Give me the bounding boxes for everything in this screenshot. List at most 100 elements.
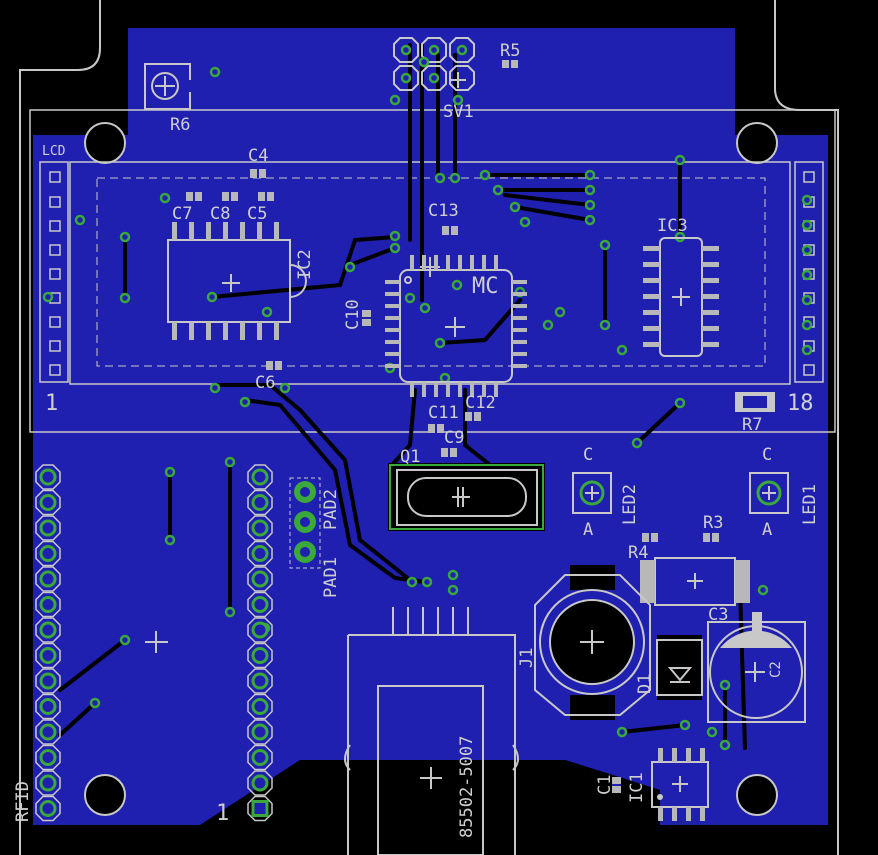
label-rfid-pin1: 1 [216,801,229,826]
header-pin [39,800,57,817]
header-pin [39,519,57,537]
header-pin-outline [247,770,273,796]
header-pin [39,723,57,741]
label-c11: C11 [428,403,459,423]
header-pin [251,545,269,562]
header-pin-outline [247,464,273,490]
sv1-pins [400,44,468,84]
label-ic3: IC3 [657,216,688,236]
ic3-pins [643,246,719,347]
header-pin-outline [35,540,61,567]
header-pin [39,749,57,766]
ic1-chip [651,748,709,821]
label-c3: C3 [708,605,728,625]
header-pin [251,596,269,613]
label-rfid: RFID [13,781,33,822]
header-pin-outline [247,693,273,720]
d1-diode [656,635,703,700]
label-ic2: IC2 [295,249,315,280]
header-pin-outline [247,642,273,669]
header-pin [39,774,57,792]
label-led2-c: C [583,445,593,465]
header-pin [251,647,269,664]
label-c6: C6 [255,373,275,393]
label-led1-c: C [762,445,772,465]
label-lcd: LCD [42,144,66,159]
ic2-pins [172,222,279,340]
label-q1: Q1 [400,447,420,467]
mounting-holes [84,122,778,816]
header-pin [39,468,57,486]
lcd-left-pins [39,161,69,383]
header-pin [39,698,57,715]
label-c4: C4 [248,146,268,166]
label-usb: 85502-5007 [457,736,477,838]
header-pin-outline [247,540,273,567]
header-pin-outline [35,617,61,643]
right-header [247,464,273,822]
header-pin [39,494,57,511]
header-pin [39,621,57,639]
label-c5: C5 [247,204,267,224]
header-pin-outline [247,617,273,643]
label-r5: R5 [500,41,520,61]
header-pin [251,723,269,741]
origin-crosshairs [145,631,168,653]
header-pin [251,468,269,486]
led2 [572,472,612,514]
header-pin-outline [35,668,61,694]
label-ic1: IC1 [627,772,647,803]
header-pin-outline [35,642,61,669]
header-pin-outline [247,591,273,618]
header-pin [39,596,57,613]
header-pin [39,647,57,664]
header-pin-outline [35,489,61,516]
header-pin [251,494,269,511]
label-c12: C12 [465,393,496,413]
label-led2-a: A [583,520,593,540]
header-pin [251,672,269,690]
header-pin-outline [35,464,61,490]
r7-resistor [735,392,775,412]
lcd-viewport [96,177,766,367]
header-pin-outline [35,719,61,745]
q1-crystal [388,463,545,531]
copper-cutout [300,760,660,825]
vias [42,66,813,751]
label-led1-a: A [762,520,772,540]
header-pin [251,519,269,537]
label-lcd-pin18: 18 [787,391,814,416]
lcd-inner-outline [69,161,791,385]
rfid-header [35,464,61,822]
label-j1: J1 [517,648,537,668]
mounting-hole-br [736,774,778,816]
header-pin [251,800,269,817]
header-pin [251,749,269,766]
j1-inductor [534,565,651,720]
header-pin-outline [247,795,273,822]
mc-pins [385,255,527,397]
label-r3: R3 [703,513,723,533]
header-pin-outline [35,566,61,592]
r6-cutout [180,80,192,92]
label-c7: C7 [172,204,192,224]
usb-connector [344,607,519,855]
header-pin-outline [247,566,273,592]
label-r6: R6 [170,115,190,135]
header-pin [251,570,269,588]
header-pin-outline [35,795,61,822]
label-c8: C8 [210,204,230,224]
header-pin [251,621,269,639]
label-d1: D1 [635,674,655,694]
mounting-hole-bl [84,774,126,816]
pad-group [289,477,321,569]
label-c2: C2 [768,661,784,678]
label-led2: LED2 [620,484,640,525]
header-pin-outline [35,693,61,720]
label-c10: C10 [343,299,363,330]
header-pin-outline [247,489,273,516]
header-pin-outline [35,770,61,796]
sv1-header [393,37,475,91]
header-pin [39,570,57,588]
label-r7: R7 [742,415,762,435]
